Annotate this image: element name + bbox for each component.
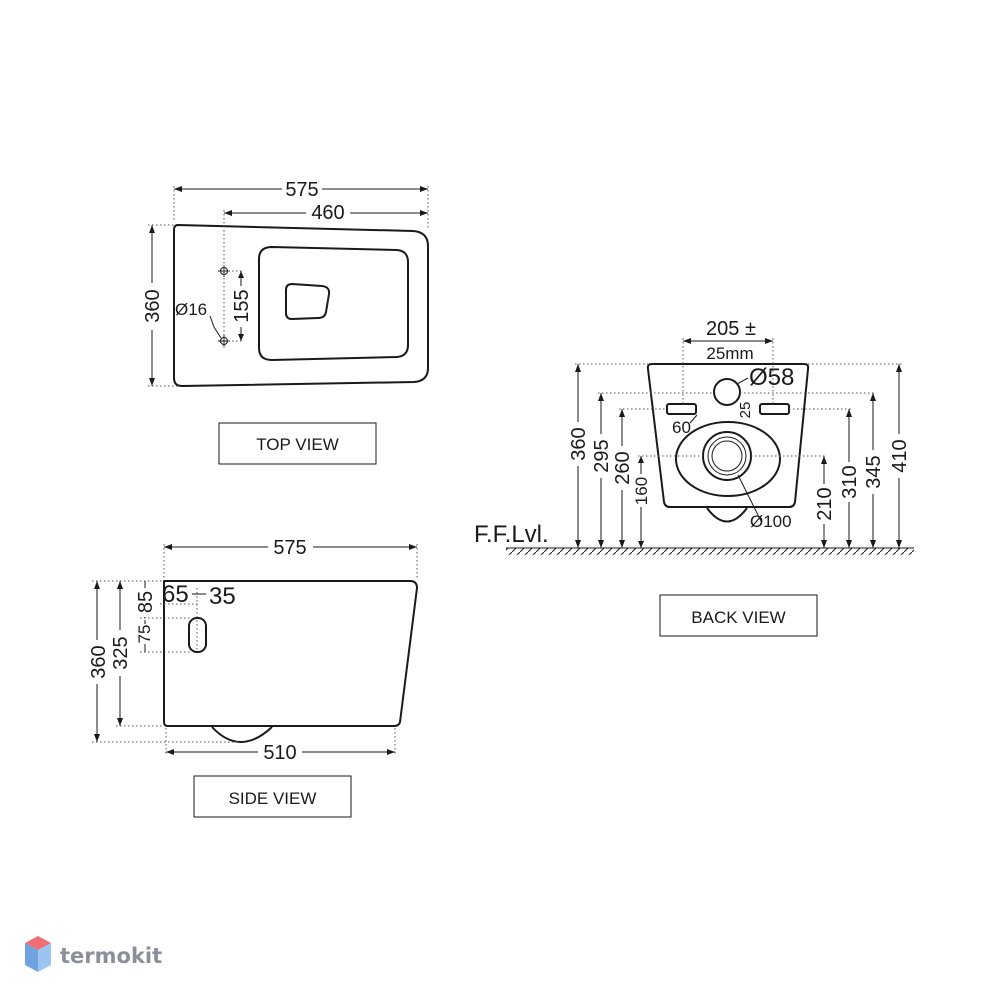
back-view-right-dimension-lines xyxy=(740,363,902,548)
floor-level-label: F.F.Lvl. xyxy=(474,521,549,548)
back-view-25-label: 25 xyxy=(737,402,754,419)
back-view-right-dim-310: 310 xyxy=(839,465,861,498)
back-view-width-label-line2: 25mm xyxy=(706,344,753,363)
termokit-cube-icon xyxy=(25,936,51,972)
top-view-inner-dimension xyxy=(223,210,428,230)
side-view-drawing: 575 510 360 325 xyxy=(88,537,418,818)
side-view-85-label: 85 xyxy=(135,591,157,613)
top-view-hole-spacing-label: 155 xyxy=(231,289,253,322)
back-view-inlet-label: Ø58 xyxy=(749,364,794,391)
side-view-65-label: 65 xyxy=(162,581,189,608)
side-view-label: SIDE VIEW xyxy=(229,789,317,808)
side-view-outlet xyxy=(211,726,273,743)
side-view-inner-height-dimension xyxy=(116,581,164,727)
side-view-75-label: 75 xyxy=(135,625,154,644)
back-view-right-dim-210: 210 xyxy=(814,487,836,520)
top-view-hole-leader xyxy=(209,315,222,339)
top-view-drawing: 575 460 360 155 Ø16 xyxy=(142,179,429,465)
side-view-base-label: 510 xyxy=(263,742,296,764)
top-view-inner-label: 460 xyxy=(311,202,344,224)
top-view-label: TOP VIEW xyxy=(256,435,339,454)
back-view-left-dimension-lines xyxy=(575,363,714,548)
back-view-outlet-leader xyxy=(737,474,762,522)
back-view-inlet xyxy=(713,378,741,406)
top-view-label-box xyxy=(218,422,377,465)
back-view-60-label: 60 xyxy=(672,418,691,437)
back-view-drawing: F.F.Lvl. 205 ± 25mm Ø58 Ø100 25 60 xyxy=(474,318,914,637)
back-view-left-dim-295: 295 xyxy=(591,439,613,472)
top-view-hole-diameter-label: Ø16 xyxy=(175,300,207,319)
side-view-length-dimension xyxy=(163,544,418,578)
back-view-label-box xyxy=(659,594,818,637)
back-view-width-label-line1: 205 ± xyxy=(706,318,756,340)
back-view-60-leader xyxy=(689,414,698,424)
side-view-height-label: 360 xyxy=(88,645,110,678)
back-view-right-dim-410: 410 xyxy=(889,439,911,472)
top-view-hole-spacing-dimension xyxy=(238,271,244,341)
back-view-left-dim-160: 160 xyxy=(632,477,651,505)
top-view-length-dimension xyxy=(173,186,429,228)
side-view-base-dimension xyxy=(165,728,396,756)
top-view-height-label: 360 xyxy=(142,289,164,322)
top-view-seat-outline xyxy=(258,246,409,361)
side-view-body-outline xyxy=(163,580,418,727)
back-view-width-dimension xyxy=(682,338,774,404)
back-view-outlet-ring xyxy=(702,431,752,481)
floor-hatch xyxy=(506,548,914,555)
back-view-outlet-outer-ring xyxy=(675,421,781,497)
back-view-left-slot xyxy=(666,403,697,415)
termokit-logo-text: termokit xyxy=(60,944,162,968)
back-view-label: BACK VIEW xyxy=(691,608,785,627)
top-view-height-dimension xyxy=(148,224,180,387)
back-view-outlet-bulge xyxy=(706,507,748,523)
back-view-right-dim-345: 345 xyxy=(863,455,885,488)
top-view-body-outline xyxy=(173,224,429,387)
back-view-body-outline xyxy=(646,363,810,508)
side-view-height-dimension xyxy=(92,580,240,743)
side-view-label-box xyxy=(193,775,352,818)
side-view-inner-height-label: 325 xyxy=(110,636,132,669)
back-view-left-dim-260: 260 xyxy=(612,451,634,484)
top-view-bowl-opening xyxy=(285,283,331,320)
back-view-outlet-label: Ø100 xyxy=(750,512,792,531)
side-view-length-label: 575 xyxy=(273,537,306,559)
termokit-logo: termokit xyxy=(25,936,162,972)
side-view-35-label: 35 xyxy=(209,583,236,610)
back-view-left-dim-360: 360 xyxy=(568,427,590,460)
side-view-connection-slot xyxy=(188,617,207,653)
top-view-length-label: 575 xyxy=(285,179,318,201)
back-view-right-slot xyxy=(759,403,790,415)
